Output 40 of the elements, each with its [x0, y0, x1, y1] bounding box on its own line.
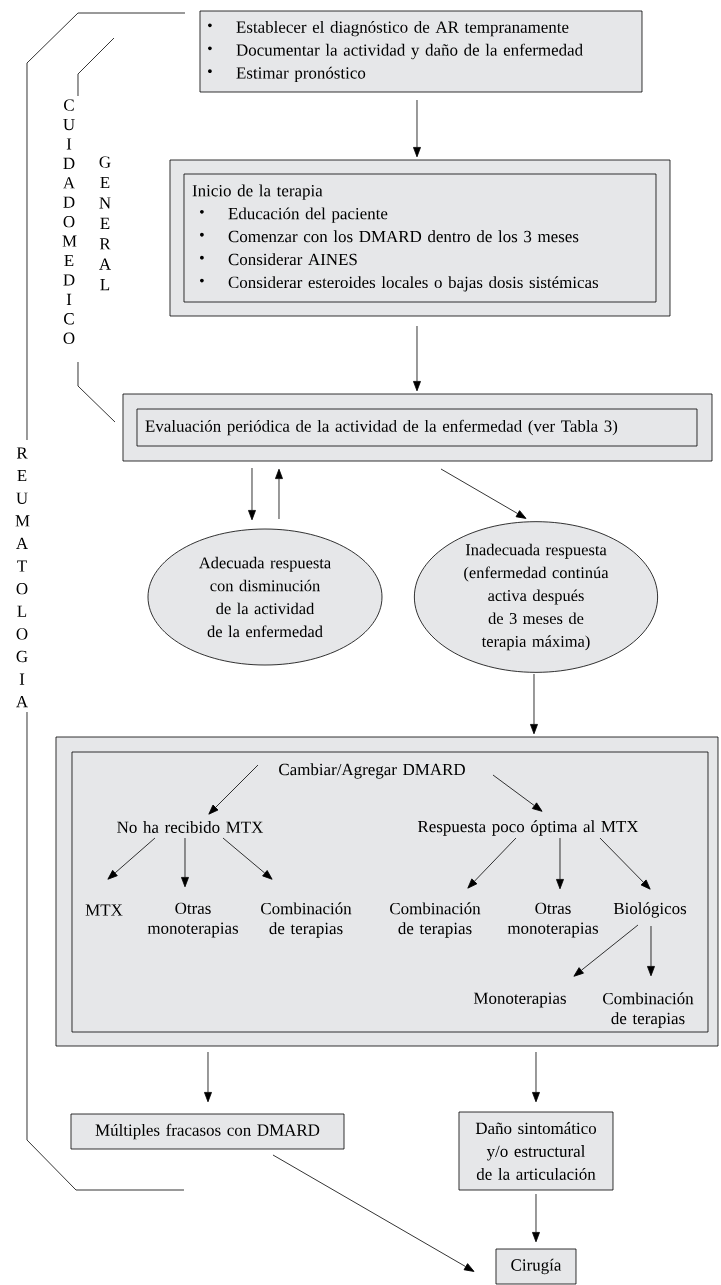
option-text: Cambiar/Agregar DMARD [279, 763, 465, 779]
arrow [275, 468, 283, 520]
arrow [107, 837, 156, 880]
arrow [222, 837, 273, 880]
arrow [532, 1193, 540, 1243]
option-text: Monoterapias [473, 992, 566, 1008]
arrow [532, 1051, 540, 1103]
process-box: Daño sintomático y/o estructural de la articulación [458, 1111, 614, 1191]
option-text: MTX [85, 904, 123, 916]
arrow [181, 837, 189, 888]
arrow [248, 467, 256, 521]
arrow [208, 764, 259, 815]
arrow [556, 837, 564, 890]
arrow [204, 1051, 212, 1103]
process-box: Evaluación periódica de la actividad de la enfermedad (ver Tabla 3) [136, 408, 698, 447]
vertical-label: REUMATOLOGIA [15, 447, 30, 708]
option-text: Biológicos [613, 902, 687, 918]
option-text: Otras monoterapias [147, 902, 239, 938]
arrow [573, 924, 639, 977]
arrow [413, 99, 421, 158]
arrow [530, 673, 538, 735]
option-text: Otras monoterapias [507, 902, 599, 938]
process-box: Múltiples fracasos con DMARD [70, 1113, 345, 1150]
arrow [647, 925, 655, 977]
process-box: Cirugía [495, 1248, 577, 1285]
process-box: Inicio de la terapia Educación del paciente Comenzar con los DMARD dentro de los 3 meses Considerar AINES Considerar esteroides locales o bajas dosis sistémicas [183, 173, 657, 303]
option-text: Respuesta poco óptima al MTX [417, 820, 639, 836]
bullet-list-box: Establecer el diagnóstico de AR tempranamente Documentar la actividad y daño de la enfermedad Estimar pronóstico [199, 10, 643, 93]
option-text: Combinación de terapias [603, 992, 694, 1028]
option-text: Combinación de terapias [261, 902, 352, 938]
arrow [599, 837, 651, 890]
arrow [272, 1154, 475, 1272]
arrow [413, 325, 421, 392]
vertical-label: GENERAL [99, 156, 111, 291]
arrow [467, 837, 517, 889]
arrow [440, 468, 527, 519]
option-text: No ha recibido MTX [117, 821, 264, 833]
vertical-label: CUIDADO MEDICO [62, 99, 77, 344]
option-text: Combinación de terapias [390, 902, 481, 938]
arrow [492, 774, 543, 812]
